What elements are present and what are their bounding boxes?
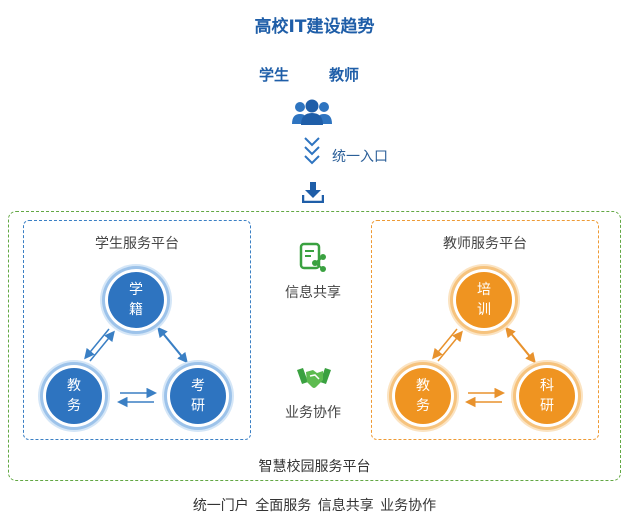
users-icon	[292, 99, 332, 125]
role-teacher: 教师	[329, 66, 360, 84]
node-student-status: 学籍	[108, 272, 164, 328]
node-teacher-academic: 教务	[395, 368, 451, 424]
business-collab-label: 业务协作	[285, 405, 341, 421]
bottom-summary: 统一门户 全面服务 信息共享 业务协作	[192, 498, 437, 514]
node-teacher-research: 科研	[519, 368, 575, 424]
handshake-icon	[297, 368, 331, 388]
share-doc-icon	[299, 242, 326, 272]
student-platform-box: 学生服务平台	[23, 220, 251, 440]
student-platform-title: 学生服务平台	[95, 236, 179, 252]
campus-platform-box	[8, 211, 621, 481]
teacher-platform-title: 教师服务平台	[443, 236, 527, 252]
entry-label: 统一入口	[332, 149, 388, 165]
teacher-platform-box: 教师服务平台	[371, 220, 599, 440]
page-title: 高校IT建设趋势	[254, 17, 375, 37]
node-student-academic: 教务	[46, 368, 102, 424]
chevrons-down-icon	[304, 137, 320, 165]
download-icon	[302, 182, 324, 203]
campus-platform-label: 智慧校园服务平台	[258, 459, 371, 475]
node-student-postgrad: 考研	[170, 368, 226, 424]
role-student: 学生	[259, 66, 290, 84]
node-teacher-training: 培训	[456, 272, 512, 328]
info-share-label: 信息共享	[285, 285, 341, 301]
